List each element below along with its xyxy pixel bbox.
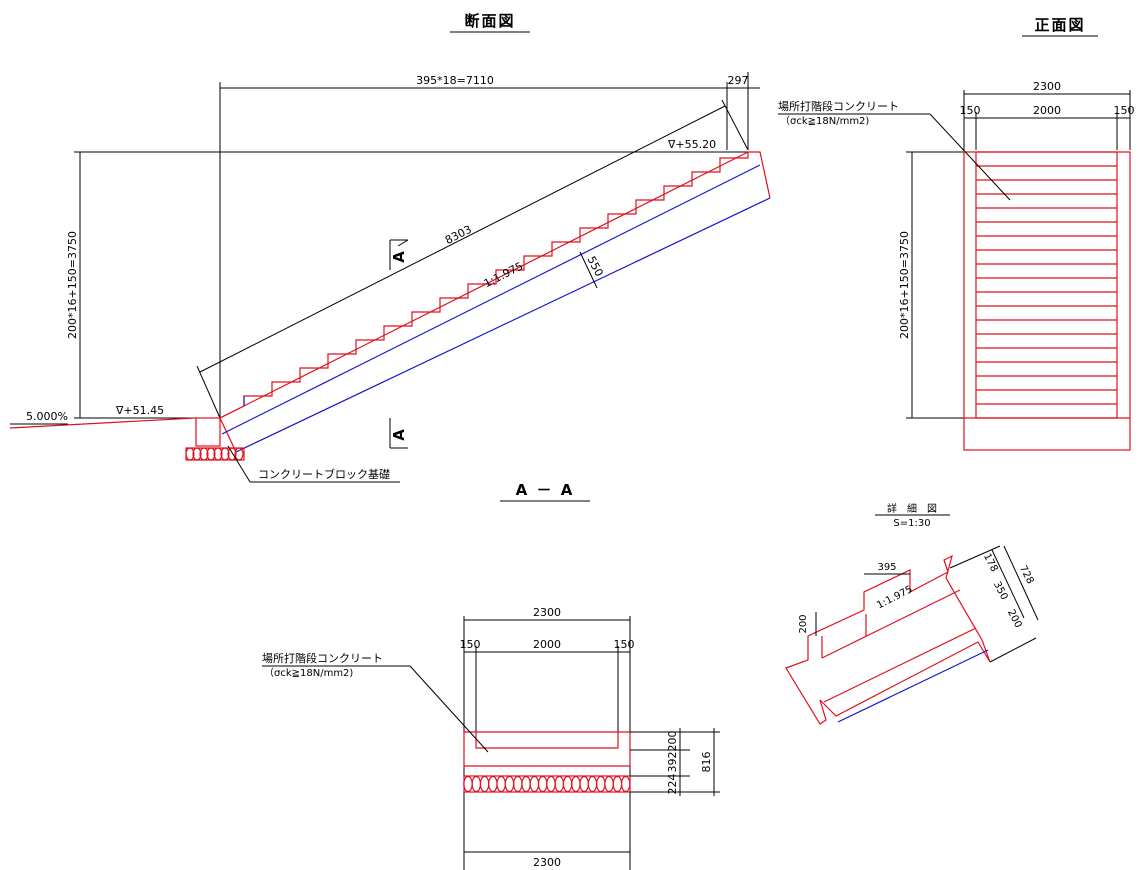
- cut-mark-bottom: A: [389, 418, 408, 449]
- front-dim-height-label: 200*16+150=3750: [898, 231, 911, 339]
- dim-550-line: [579, 251, 598, 289]
- elev-bottom: ∇+51.45: [115, 404, 164, 417]
- block-hatch-cell: [504, 775, 515, 793]
- aa-label-concrete: 場所打階段コンクリート: [262, 651, 383, 665]
- grade-label: 5.000%: [26, 410, 68, 423]
- block-hatch-cell: [521, 775, 531, 793]
- ext-slope-left: [196, 365, 221, 419]
- aa-dim-total-label: 2300: [533, 606, 561, 619]
- aa-title: A － A: [516, 481, 575, 499]
- block-hatch-cell: [512, 775, 523, 793]
- front-view: 2300 150 2000 150 200*16+150=3750 場所打階段コ…: [778, 80, 1135, 451]
- block-hatch-cell: [554, 775, 565, 793]
- front-inner: [975, 151, 1118, 419]
- detail-dim-178: 178: [981, 552, 999, 574]
- aa-dim-392: 392: [666, 752, 679, 773]
- dim-run-label: 395*18=7110: [416, 74, 494, 87]
- aa-slab-outline: [463, 731, 631, 767]
- svg-text:A: A: [390, 249, 408, 263]
- block-hatch-cell: [479, 775, 490, 793]
- detail-dim-350: 350: [991, 580, 1009, 602]
- dim-height-label: 200*16+150=3750: [66, 231, 79, 339]
- block-hatch-cell: [604, 775, 614, 793]
- block-hatch-cell: [579, 775, 589, 793]
- block-hatch-cell: [620, 775, 631, 793]
- detail-outline: [785, 554, 991, 725]
- aa-dim-bottom-label: 2300: [533, 856, 561, 869]
- label-block: コンクリートブロック基礎: [258, 467, 390, 481]
- elev-top: ∇+55.20: [667, 138, 716, 151]
- detail-dim-728-label: 728: [1017, 564, 1035, 586]
- front-treads: [976, 165, 1117, 405]
- aa-label-strength: （σck≧18N/mm2): [264, 667, 353, 679]
- front-dim-total-label: 2300: [1033, 80, 1061, 93]
- stair-heel: [219, 417, 237, 453]
- detail-dim-395-label: 395: [877, 562, 896, 573]
- dim-297-label: 297: [728, 74, 749, 87]
- block-hatch-cell: [529, 775, 540, 793]
- aa-dim-224: 224: [666, 774, 679, 795]
- block-hatch-cell: [488, 775, 498, 793]
- section-title: 断面図: [464, 12, 515, 30]
- front-leader: [929, 113, 1011, 201]
- aa-dim-200: 200: [666, 731, 679, 752]
- detail-ext-1: [949, 545, 1001, 569]
- aa-dim-2000: 2000: [533, 638, 561, 651]
- dim-550-label: 550: [585, 254, 606, 279]
- stair-inner-line: [221, 164, 761, 435]
- detail-ext-2: [989, 637, 1037, 663]
- detail-scale: S=1:30: [893, 518, 930, 529]
- aa-leader: [409, 665, 489, 753]
- dim-line-slope: [199, 105, 726, 373]
- detail-dim-728: [1003, 545, 1039, 621]
- svg-text:A: A: [390, 427, 408, 441]
- front-dim-150-right: 150: [1114, 104, 1135, 117]
- aa-slab-inner: [475, 732, 619, 749]
- cut-mark-top: A: [389, 239, 409, 270]
- front-label-concrete: 場所打階段コンクリート: [778, 99, 899, 113]
- block-leader: [227, 445, 251, 483]
- detail-title: 詳 細 図: [887, 502, 937, 515]
- aa-block-hatch: [463, 775, 631, 793]
- detail-dim-stack: [991, 549, 1025, 619]
- foundation-block-hatch: [185, 447, 245, 461]
- aa-dim-816: 816: [700, 752, 713, 773]
- block-hatch-cell: [595, 775, 606, 793]
- front-dim-2000: 2000: [1033, 104, 1061, 117]
- block-hatch-cell: [562, 775, 573, 793]
- block-hatch-cell: [471, 775, 482, 793]
- block-hatch-cell: [537, 775, 548, 793]
- front-outline: [963, 151, 1131, 451]
- block-hatch-cell: [587, 775, 598, 793]
- section-view: 395*18=7110 297 200*16+150=3750 ∇+55.20 …: [9, 72, 771, 483]
- block-hatch-cell: [463, 775, 473, 793]
- stair-soffit: [235, 197, 771, 453]
- dim-slope-len-label: 8303: [443, 223, 474, 247]
- front-dim-150-left: 150: [960, 104, 981, 117]
- block-hatch-cell: [571, 775, 581, 793]
- ground-grade-line: [9, 417, 196, 429]
- detail-view: 395 200 1:1.975 178 350 200 728: [785, 545, 1039, 725]
- stair-nosing-line: [219, 151, 749, 419]
- block-hatch-cell: [546, 775, 556, 793]
- detail-dim-200-label: 200: [798, 614, 809, 633]
- front-title: 正面図: [1034, 16, 1085, 34]
- aa-dim-150-right: 150: [614, 638, 635, 651]
- ext-slope-right: [721, 99, 749, 151]
- detail-mid-line: [821, 589, 961, 659]
- block-hatch-cell: [612, 775, 623, 793]
- detail-soffit: [837, 649, 989, 723]
- detail-inner-line: [823, 627, 977, 703]
- front-label-strength: （σck≧18N/mm2): [780, 115, 869, 127]
- detail-slope-label: 1:1.975: [875, 584, 914, 611]
- aa-dim-150-left: 150: [460, 638, 481, 651]
- aa-view: 2300 150 2000 150 200 392 224 816 2300 場…: [262, 606, 720, 870]
- foundation-block: [195, 417, 221, 447]
- block-hatch-cell: [496, 775, 506, 793]
